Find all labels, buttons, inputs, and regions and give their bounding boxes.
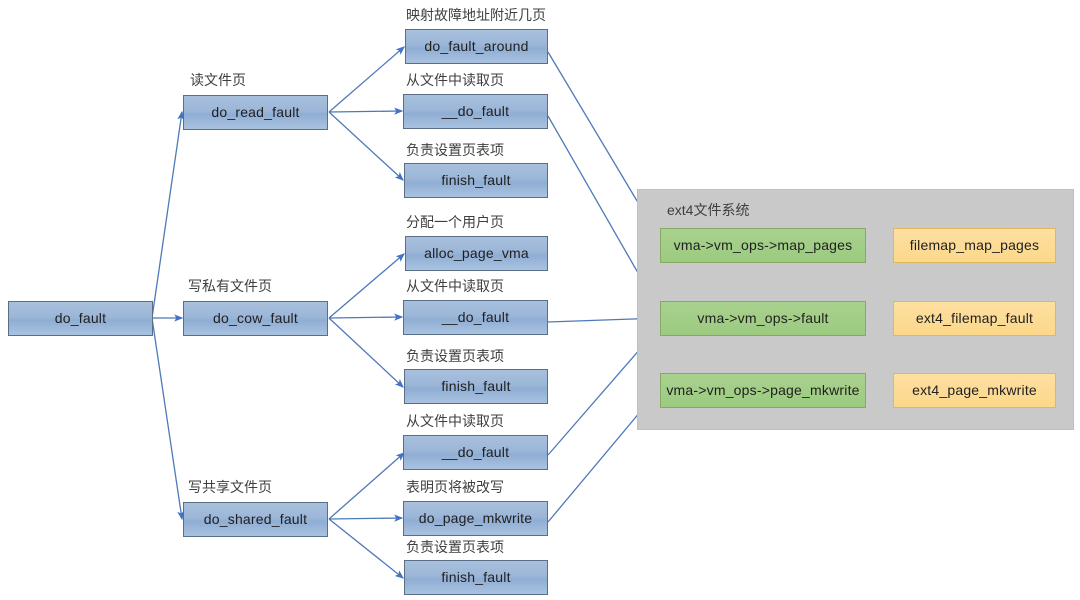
caption-do-shared-fault: 写共享文件页 <box>188 479 272 495</box>
node-shared-do-fault[interactable]: __do_fault <box>403 435 548 470</box>
node-vm-ops-map-pages[interactable]: vma->vm_ops->map_pages <box>660 228 866 263</box>
node-filemap-map-pages[interactable]: filemap_map_pages <box>893 228 1056 263</box>
node-do-fault[interactable]: do_fault <box>8 301 153 336</box>
node-do-fault-around[interactable]: do_fault_around <box>405 29 548 64</box>
node-do-page-mkwrite[interactable]: do_page_mkwrite <box>403 501 548 536</box>
caption-shared-do-fault: 从文件中读取页 <box>406 413 504 429</box>
caption-shared-finish-fault: 负责设置页表项 <box>406 539 504 555</box>
caption-read-finish-fault: 负责设置页表项 <box>406 142 504 158</box>
node-shared-finish-fault[interactable]: finish_fault <box>404 560 548 595</box>
caption-cow-do-fault: 从文件中读取页 <box>406 278 504 294</box>
caption-do-page-mkwrite: 表明页将被改写 <box>406 479 504 495</box>
node-cow-do-fault[interactable]: __do_fault <box>403 300 548 335</box>
caption-do-read-fault: 读文件页 <box>190 72 246 88</box>
node-ext4-filemap-fault[interactable]: ext4_filemap_fault <box>893 301 1056 336</box>
caption-cow-finish-fault: 负责设置页表项 <box>406 348 504 364</box>
node-alloc-page-vma[interactable]: alloc_page_vma <box>405 236 548 271</box>
node-do-read-fault[interactable]: do_read_fault <box>183 95 328 130</box>
caption-read-do-fault: 从文件中读取页 <box>406 72 504 88</box>
node-do-shared-fault[interactable]: do_shared_fault <box>183 502 328 537</box>
caption-do-fault-around: 映射故障地址附近几页 <box>406 7 546 23</box>
node-vm-ops-fault[interactable]: vma->vm_ops->fault <box>660 301 866 336</box>
node-cow-finish-fault[interactable]: finish_fault <box>404 369 548 404</box>
caption-do-cow-fault: 写私有文件页 <box>188 278 272 294</box>
ext4-panel-title: ext4文件系统 <box>667 202 750 218</box>
caption-alloc-page-vma: 分配一个用户页 <box>406 214 504 230</box>
node-do-cow-fault[interactable]: do_cow_fault <box>183 301 328 336</box>
node-ext4-page-mkwrite[interactable]: ext4_page_mkwrite <box>893 373 1056 408</box>
node-read-finish-fault[interactable]: finish_fault <box>404 163 548 198</box>
node-vm-ops-page-mkwrite[interactable]: vma->vm_ops->page_mkwrite <box>660 373 866 408</box>
node-read-do-fault[interactable]: __do_fault <box>403 94 548 129</box>
